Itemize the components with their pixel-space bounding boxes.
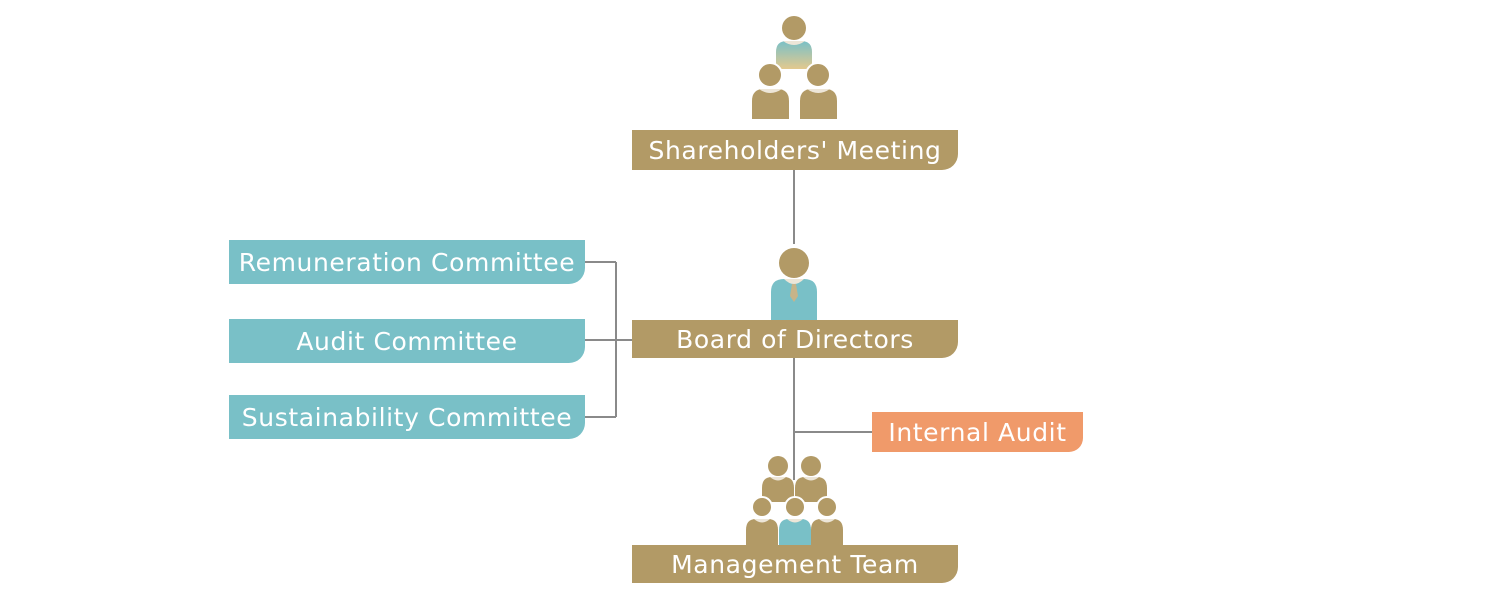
board-of-directors-label: Board of Directors (676, 324, 914, 354)
audit-committee-label: Audit Committee (296, 326, 518, 356)
board-of-directors-box: Board of Directors (632, 320, 958, 358)
person-with-tie-icon (771, 248, 817, 320)
internal-audit-label: Internal Audit (888, 417, 1067, 447)
remuneration-committee-box: Remuneration Committee (229, 240, 585, 284)
remuneration-committee-label: Remuneration Committee (238, 247, 576, 277)
management-team-box: Management Team (632, 545, 958, 583)
group-of-people-icon (746, 456, 843, 545)
sustainability-committee-label: Sustainability Committee (241, 402, 573, 432)
shareholders-meeting-label: Shareholders' Meeting (648, 135, 942, 165)
management-team-label: Management Team (671, 549, 919, 579)
sustainability-committee-box: Sustainability Committee (229, 395, 585, 439)
shareholders-meeting-box: Shareholders' Meeting (632, 130, 958, 170)
group-of-three-people-icon (752, 16, 837, 119)
connector-lines (585, 170, 872, 480)
internal-audit-box: Internal Audit (872, 412, 1083, 452)
audit-committee-box: Audit Committee (229, 319, 585, 363)
